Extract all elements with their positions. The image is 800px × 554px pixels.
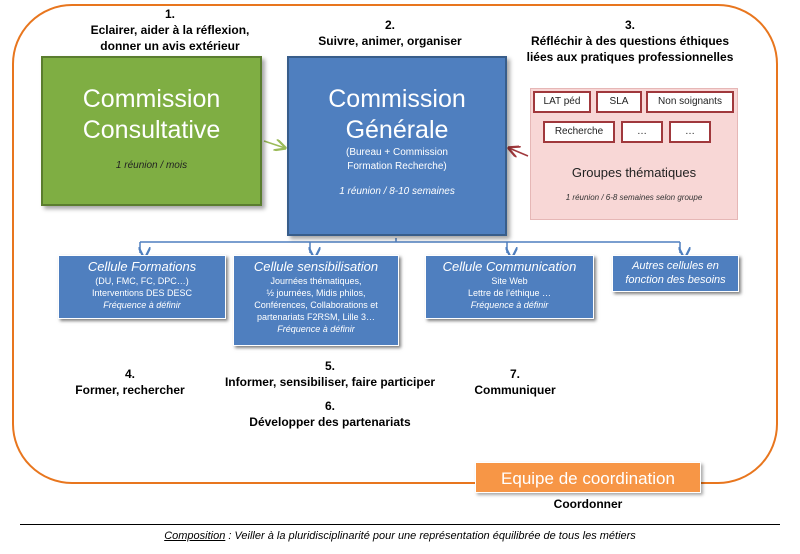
tag-recherche: Recherche <box>543 121 615 143</box>
cellule-sensibilisation-line: ½ journées, Midis philos, <box>266 288 366 298</box>
tag-sla: SLA <box>596 91 642 113</box>
label-2: 2. Suivre, animer, organiser <box>318 18 462 48</box>
cellule-communication-title: Cellule Communication <box>442 259 577 274</box>
cellule-sensibilisation-line: Journées thématiques, <box>270 276 362 286</box>
label-5: 5. Informer, sensibiliser, faire partici… <box>224 359 436 389</box>
outer-frame <box>12 4 778 484</box>
groupes-thematiques-title: Groupes thématiques <box>571 165 697 180</box>
cellule-sensibilisation-frequency: Fréquence à définir <box>277 324 355 334</box>
commission-consultative-title1: Commission <box>82 85 221 113</box>
tag-non-soignants: Non soignants <box>646 91 734 113</box>
cellule-communication-line: Site Web <box>491 276 528 286</box>
commission-generale-sub2: Formation Recherche) <box>347 161 447 172</box>
cellule-sensibilisation: Cellule sensibilisation Journées thémati… <box>233 255 399 346</box>
equipe-coordination-box: Equipe de coordination <box>475 462 701 493</box>
footer-composition-label: Composition <box>164 530 226 542</box>
cellule-communication: Cellule Communication Site Web Lettre de… <box>425 255 594 319</box>
tag-ellipsis-2: … <box>669 121 711 143</box>
cellule-formations-line: (DU, FMC, FC, DPC…) <box>95 276 189 286</box>
arrow-groupes-to-generale <box>509 148 529 156</box>
commission-consultative-box: Commission Consultative 1 réunion / mois <box>41 56 262 206</box>
cellule-formations: Cellule Formations (DU, FMC, FC, DPC…) I… <box>58 255 226 319</box>
tag-ellipsis-1: … <box>621 121 663 143</box>
commission-consultative-title2: Consultative <box>82 116 221 144</box>
label-1: 1. Eclairer, aider à la réflexion, donne… <box>90 7 250 53</box>
cellule-sensibilisation-title: Cellule sensibilisation <box>253 259 379 274</box>
commission-generale-title2: Générale <box>345 116 449 144</box>
cellule-formations-frequency: Fréquence à définir <box>103 300 181 310</box>
commission-generale-frequency: 1 réunion / 8-10 semaines <box>339 186 455 197</box>
label-coordonner: Coordonner <box>553 497 623 511</box>
cellule-autres: Autres cellules en fonction des besoins <box>612 255 739 292</box>
commission-generale-sub1: (Bureau + Commission <box>346 147 448 158</box>
cellule-communication-frequency: Fréquence à définir <box>470 300 549 310</box>
cellule-sensibilisation-line: partenariats F2RSM, Lille 3… <box>256 312 376 322</box>
groupes-thematiques-frequency: 1 réunion / 6-8 semaines selon groupe <box>565 193 703 202</box>
cellule-formations-line: Interventions DES DESC <box>91 288 193 298</box>
cellule-sensibilisation-line: Conférences, Collaborations et <box>254 300 378 310</box>
cellule-autres-title2: fonction des besoins <box>625 274 726 286</box>
arrow-consultative-to-generale <box>263 141 285 148</box>
cellule-communication-line: Lettre de l’éthique … <box>467 288 552 298</box>
tag-lat-ped: LAT péd <box>533 91 591 113</box>
label-4: 4. Former, rechercher <box>75 367 185 397</box>
commission-generale-box: Commission Générale (Bureau + Commission… <box>287 56 507 236</box>
cellule-autres-title1: Autres cellules en <box>632 260 719 272</box>
label-6: 6. Développer des partenariats <box>249 399 411 429</box>
commission-consultative-frequency: 1 réunion / mois <box>115 160 188 171</box>
label-7: 7. Communiquer <box>474 367 556 397</box>
footer-divider <box>20 524 780 525</box>
commission-generale-title1: Commission <box>328 85 466 113</box>
cellule-formations-title: Cellule Formations <box>87 259 197 274</box>
footer-composition: Composition : Veiller à la pluridiscipli… <box>20 530 780 542</box>
label-3: 3. Réfléchir à des questions éthiques li… <box>526 18 734 64</box>
footer-composition-text: : Veiller à la pluridisciplinarité pour … <box>225 530 636 542</box>
